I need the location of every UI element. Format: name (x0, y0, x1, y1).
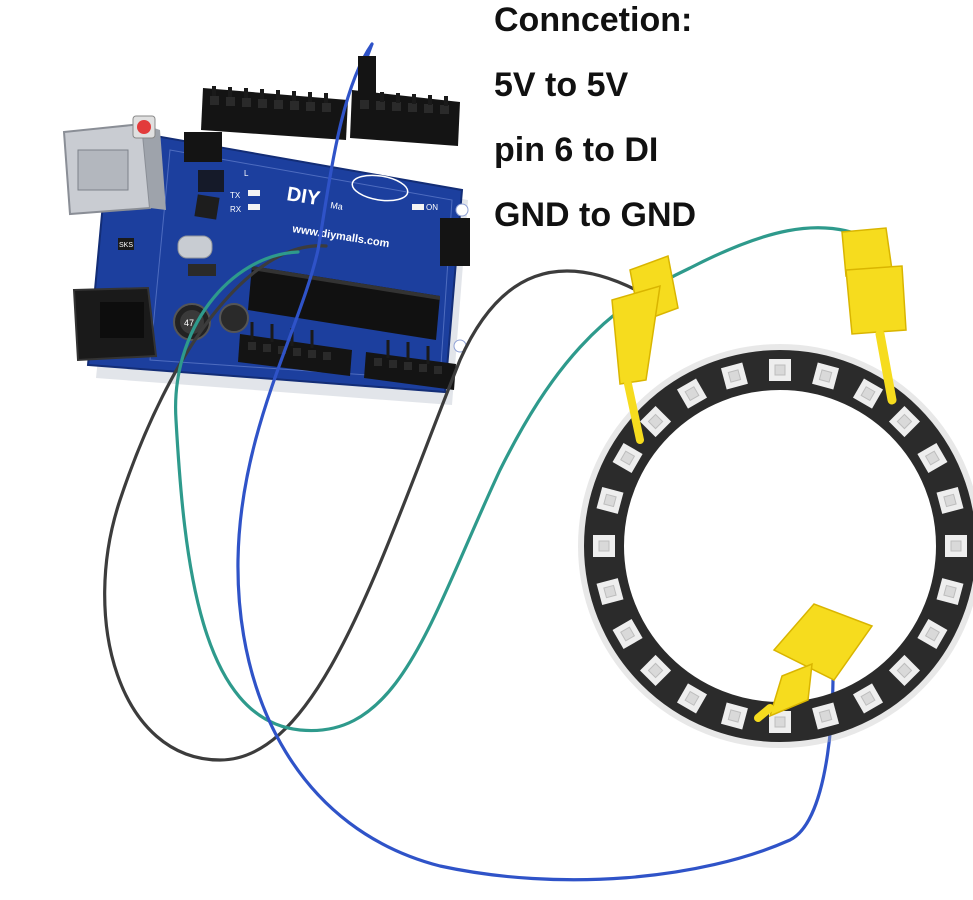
pin-label: 7 (339, 158, 344, 166)
icsp-header (184, 132, 222, 162)
reset-button-cap (137, 120, 151, 134)
clip-di (754, 603, 874, 722)
digital-header (201, 86, 460, 146)
switch-label: SKS (119, 242, 133, 249)
brand-suffix: Ma (330, 200, 344, 212)
atmega-chip (248, 266, 440, 340)
ring-led-die (684, 386, 700, 402)
ring-led-die (647, 662, 664, 679)
power-led (412, 204, 424, 210)
ring-led-die (924, 450, 940, 466)
pin-label: RX←0 (433, 173, 455, 183)
pin-label: 12 (273, 147, 282, 155)
pin-label: 2 (406, 169, 411, 177)
pin-label: ~3 (393, 166, 402, 174)
ring-led-die (896, 662, 913, 679)
ring-led-die (943, 584, 957, 599)
pin-label: AREF (233, 141, 253, 151)
neopixel-ring (578, 344, 973, 748)
brand-text: DIY (285, 183, 322, 210)
caption-line-5v: 5V to 5V (494, 66, 629, 104)
pin-label: ~5 (366, 162, 375, 170)
ring-led-die (860, 690, 876, 706)
wire-green-5v (174, 226, 874, 733)
ring-led-die (924, 626, 940, 642)
ring-led-die (950, 540, 962, 552)
jumper-plug (358, 56, 376, 96)
pin-label: 4 (379, 164, 384, 172)
mount-hole (455, 203, 469, 217)
wire-blue-di (236, 42, 835, 882)
ring-led-die (727, 709, 742, 723)
ring-led-die (727, 369, 742, 383)
ring-led-die (774, 716, 786, 728)
clip-gnd (841, 227, 907, 405)
ring-led-die (818, 369, 833, 383)
switch-component (118, 238, 134, 250)
power-jack (72, 286, 158, 362)
pin-label: 8 (326, 156, 331, 164)
ring-led-die (818, 709, 833, 723)
led-label-rx: RX (230, 205, 242, 214)
ring-led-die (860, 386, 876, 402)
ring-led-die (598, 540, 610, 552)
rx-led (248, 204, 260, 210)
capacitor-label: 47 (184, 318, 194, 328)
ring-led-die (603, 584, 617, 599)
caption-line-gnd: GND to GND (494, 196, 697, 234)
ring-led-die (943, 493, 957, 508)
ring-led-die (603, 493, 617, 508)
crystal (177, 235, 213, 259)
usb-chip (194, 194, 220, 220)
icsp-header-right (440, 218, 470, 266)
pin-label: GND (246, 143, 262, 152)
tx-led (248, 190, 260, 196)
pin-label: ~10 (299, 152, 312, 161)
ring-led-die (896, 413, 913, 430)
power-header (238, 322, 456, 390)
led-label-l: L (244, 169, 249, 178)
diy-logo: DIY Ma (285, 183, 343, 212)
ring-led-die (620, 450, 636, 466)
wire-black-gnd (103, 244, 642, 762)
ring-led-die (684, 690, 700, 706)
ring-led-die (774, 364, 786, 376)
usb-port (62, 122, 166, 216)
pin-label: ~9 (313, 154, 322, 162)
connection-caption: Conncetion: 5V to 5V pin 6 to DI GND to … (494, 0, 964, 260)
pin-label: 13 (259, 145, 268, 153)
logo-oval (351, 174, 409, 202)
pin-label: TX→1 (419, 171, 440, 181)
ring-led-die (620, 626, 636, 642)
pin-label: ~6 (353, 160, 362, 168)
led-label-on: ON (426, 203, 438, 212)
led-label-tx: TX (230, 191, 241, 200)
clip-5v (611, 254, 679, 444)
capacitor-2 (219, 303, 249, 333)
ring-led-die (647, 413, 664, 430)
caption-line-di: pin 6 to DI (494, 131, 659, 169)
pin-label: ~11 (286, 150, 298, 159)
caption-title: Conncetion: (494, 1, 693, 39)
